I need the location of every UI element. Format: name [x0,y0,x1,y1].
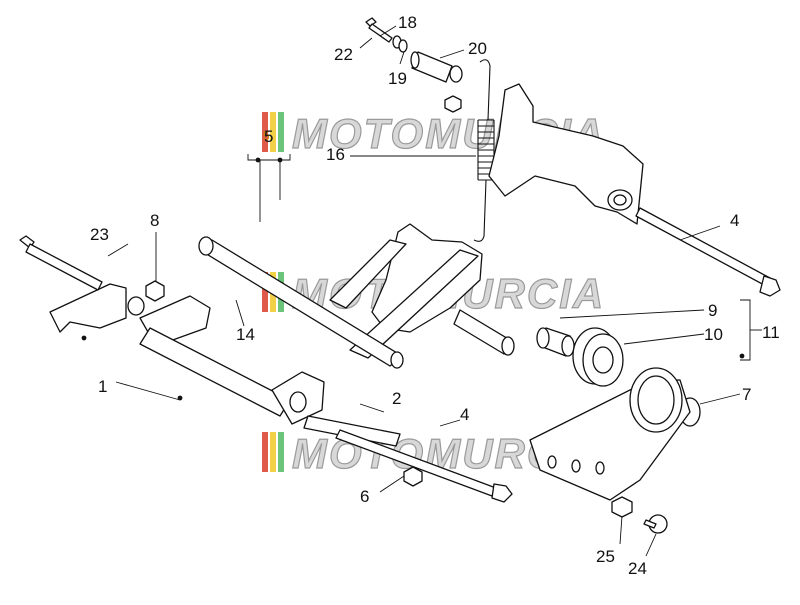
part-7-nut [145,280,165,302]
callout-labels: 18 22 19 20 16 5 23 8 4 14 1 2 4 6 9 10 … [90,13,780,578]
callout-4-right: 4 [730,211,739,230]
part-24-screw [643,514,668,534]
part-swing-link [329,223,483,359]
part-1-axle-bracket [49,283,325,425]
part-nut-small [444,95,462,113]
callout-5: 5 [264,127,273,146]
callout-18: 18 [398,13,417,32]
callout-8: 7 [742,385,751,404]
part-4-bolt-lower [335,429,513,503]
callout-16: 16 [326,145,345,164]
part-22-bolt [365,17,393,43]
callout-20: 20 [468,39,487,58]
part-20-bumper [410,51,463,83]
part-upper-bracket [488,83,644,225]
part-14-pin [198,236,404,369]
logo-badge: 5 [263,129,270,143]
callout-25: 25 [596,547,615,566]
part-2-pin [303,415,401,447]
callout-1: 1 [98,377,107,396]
callout-4-lower: 4 [460,405,469,424]
part-23-long-bolt [19,235,103,291]
callout-23: 23 [90,225,109,244]
leader-lines [81,25,762,557]
callout-7: 8 [150,211,159,230]
part-6-nut [403,466,423,487]
callout-9: 9 [708,301,717,320]
part-25-nut [611,496,633,518]
callout-14: 14 [236,325,255,344]
callout-19: 19 [388,69,407,88]
part-10-bearing [572,327,624,387]
callout-24: 24 [628,559,647,578]
part-link-shaft [453,309,515,356]
part-18-19-washers [392,35,408,53]
callout-2: 2 [392,389,401,408]
callout-22: 22 [334,45,353,64]
part-9-spacer [536,327,575,357]
part-4-long-bolt-right [635,207,781,297]
callout-11: 11 [762,323,780,342]
callout-6: 6 [360,487,369,506]
part-swing-arm-plate [529,367,691,501]
callout-10: 10 [704,325,723,344]
